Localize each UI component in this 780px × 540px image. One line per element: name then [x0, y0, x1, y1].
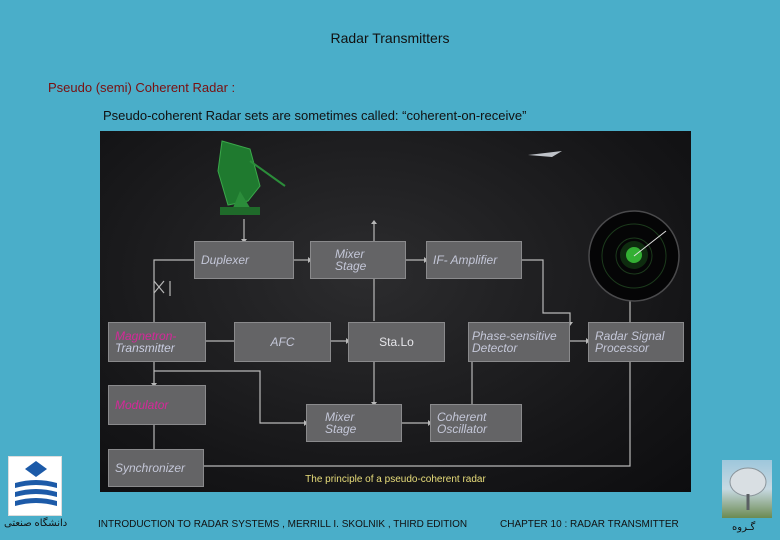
radar-block-diagram: Duplexer Mixer Stage IF- Amplifier Magne… [100, 131, 691, 492]
diagram-caption: The principle of a pseudo-coherent radar [305, 474, 486, 485]
x-mark-line-b [153, 280, 165, 294]
mixer-stage-bottom-block: Mixer Stage [306, 404, 402, 442]
duplexer-magnetron-line [153, 259, 194, 324]
mixer-stage-top-block: Mixer Stage [310, 241, 406, 279]
magnetron-label-2: Transmitter [115, 341, 175, 355]
mixer-stage-top-label-1: Mixer [335, 247, 365, 261]
afc-block: AFC [234, 322, 331, 362]
synchronizer-block: Synchronizer [108, 449, 204, 487]
afc-label: AFC [270, 335, 295, 349]
dish-antenna-icon [729, 467, 767, 510]
slide-subtitle: Pseudo (semi) Coherent Radar : [48, 80, 236, 95]
signal-processor-label-2: Processor [595, 341, 650, 355]
mixer-stage-top-label-2: Stage [335, 259, 367, 273]
group-label: گـروه [732, 522, 756, 533]
stalo-label: Sta.Lo [379, 335, 414, 349]
aircraft-icon [528, 151, 562, 157]
if-amplifier-block: IF- Amplifier [426, 241, 522, 279]
slide-description: Pseudo-coherent Radar sets are sometimes… [103, 108, 527, 123]
stalo-block: Sta.Lo [348, 322, 445, 362]
sync-processor-line [204, 360, 631, 467]
coherent-oscillator-label-2: Oscillator [437, 422, 488, 436]
modulator-block: Modulator [108, 385, 206, 425]
university-name: دانشگاه صنعتی [4, 518, 68, 529]
phase-detector-label-2: Detector [472, 341, 518, 355]
modulator-label: Modulator [115, 398, 169, 412]
magnetron-mixer-line [154, 370, 306, 424]
signal-processor-block: Radar Signal Processor [588, 322, 684, 362]
if-amplifier-label: IF- Amplifier [433, 253, 498, 267]
dish-antenna-photo [722, 460, 772, 518]
university-logo-icon [15, 461, 57, 506]
mixer-stage-bottom-label-2: Stage [325, 422, 357, 436]
footer-chapter: CHAPTER 10 : RADAR TRANSMITTER [500, 519, 679, 530]
phase-detector-label-1: Phase-sensitive [472, 329, 557, 343]
duplexer-block: Duplexer [194, 241, 294, 279]
antenna-icon [217, 140, 286, 215]
if-phase-line [522, 259, 571, 324]
signal-processor-label-1: Radar Signal [595, 329, 665, 343]
radar-scope-icon [588, 210, 680, 302]
slide-title: Radar Transmitters [330, 30, 450, 46]
synchronizer-label: Synchronizer [115, 461, 186, 475]
footer-reference: INTRODUCTION TO RADAR SYSTEMS , MERRILL … [98, 519, 468, 530]
magnetron-label-1: Magnetron- [115, 329, 177, 343]
university-logo [8, 456, 62, 516]
duplexer-label: Duplexer [201, 253, 250, 267]
arrow-mixer-stalo [371, 220, 377, 224]
diagram-connections [151, 140, 680, 467]
coherent-oscillator-block: Coherent Oscillator [430, 404, 522, 442]
mixer-stage-bottom-label-1: Mixer [325, 410, 355, 424]
magnetron-transmitter-block: Magnetron- Transmitter [108, 322, 206, 362]
phase-detector-block: Phase-sensitive Detector [468, 322, 570, 362]
coherent-oscillator-label-1: Coherent [437, 410, 487, 424]
